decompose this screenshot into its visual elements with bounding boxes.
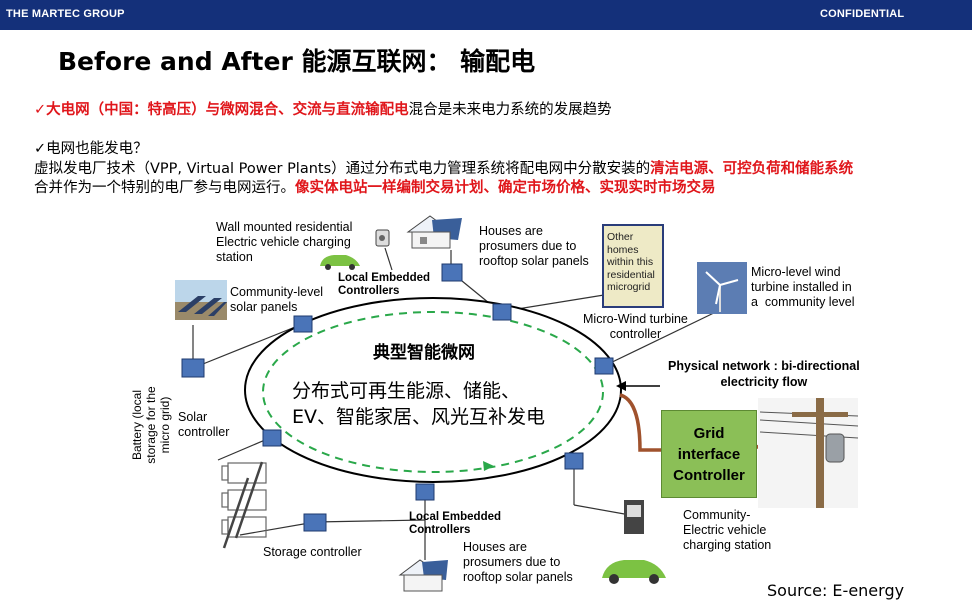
flow-arrow [483, 461, 494, 471]
utility-pole-photo [758, 398, 859, 508]
controller-ring-bottom-right [564, 452, 584, 470]
bullet-3-red: 清洁电源、可控负荷和储能系统 [650, 161, 854, 177]
controller-ring-bottom [415, 483, 435, 501]
controller-ring-top [492, 303, 512, 321]
label-houses-top: Houses are prosumers due to rooftop sola… [479, 224, 589, 268]
dashed-flow-ring [262, 311, 604, 473]
solar-controller-box [181, 358, 205, 378]
line-wind [603, 309, 721, 367]
community-charger-icon [624, 500, 644, 534]
other-homes-box: Other homes within this residential micr… [602, 224, 664, 308]
house-bottom-icon [398, 559, 448, 592]
house-top-icon [406, 215, 462, 249]
source-credit: Source: E-energy [767, 581, 905, 600]
line-solar-to-ring [192, 324, 301, 369]
header-bar: THE MARTEC GROUP CONFIDENTIAL [0, 0, 972, 30]
wind-turbine-photo [697, 262, 747, 314]
other-homes-label: Other homes within this residential micr… [607, 231, 655, 293]
label-local-bottom: Local Embedded Controllers [409, 511, 502, 536]
label-physical-network: Physical network : bi-directional electr… [668, 359, 860, 389]
bullet-4: 合并作为一个特别的电厂参与电网运行。像实体电站一样编制交易计划、确定市场价格、实… [34, 176, 716, 197]
ellipse-title: 典型智能微网 [373, 343, 475, 363]
ev-car-bottom-icon [602, 560, 666, 584]
controller-boxes [181, 263, 614, 532]
slide-title: Before and After 能源互联网： 输配电 [58, 47, 536, 76]
bullet-4-red: 像实体电站一样编制交易计划、确定市场价格、实现实时市场交易 [295, 180, 716, 196]
label-houses-bottom: Houses are prosumers due to rooftop sola… [463, 540, 573, 584]
bullet-1-red: ✓大电网（中国：特高压）与微网混合、交流与直流输配电 [34, 102, 409, 118]
line-battery-storage [239, 521, 316, 536]
microgrid-ellipse [244, 297, 622, 483]
ellipse-line-2: EV、智能家居、风光互补发电 [292, 406, 546, 428]
bullet-1-rest: 混合是未来电力系统的发展趋势 [408, 102, 612, 118]
controller-ring-wind [594, 357, 614, 375]
solar-panels-photo [175, 280, 227, 320]
physical-network-arrow [616, 381, 626, 391]
label-battery: Battery (local storage for the micro gri… [130, 386, 172, 464]
ev-car-top-icon [320, 255, 360, 270]
bullet-4-text: 合并作为一个特别的电厂参与电网运行。 [34, 180, 295, 196]
label-community-ev: Community- Electric vehicle charging sta… [683, 508, 772, 552]
label-local-top: Local Embedded Controllers [338, 272, 431, 297]
grid-interface-controller-box: Grid interface Controller [661, 410, 757, 498]
label-wall-ev: Wall mounted residential Electric vehicl… [216, 220, 353, 264]
wall-charger-icon [375, 229, 390, 247]
grid-interface-label: Grid interface Controller [673, 424, 745, 484]
storage-controller-box [303, 513, 327, 532]
battery-stack-icon [221, 461, 267, 549]
label-micro-wind: Micro-level wind turbine installed in a … [751, 265, 855, 309]
bullet-1: ✓大电网（中国：特高压）与微网混合、交流与直流输配电混合是未来电力系统的发展趋势 [34, 98, 612, 119]
line-ev-wall [384, 247, 393, 271]
label-community-solar: Community-level solar panels [230, 285, 324, 314]
controller-ring-left [262, 429, 282, 447]
power-line-grid [619, 393, 661, 452]
bullet-2: ✓电网也能发电？ [34, 141, 148, 157]
label-storage-controller: Storage controller [263, 545, 362, 559]
controller-ring-solar [293, 315, 313, 333]
label-wind-controller: Micro-Wind turbine controller [583, 312, 688, 341]
label-solar-controller: Solar controller [178, 410, 230, 439]
confidential-label: CONFIDENTIAL [820, 8, 905, 20]
line-community-ev-b [573, 504, 631, 516]
company-brand: THE MARTEC GROUP [6, 8, 125, 20]
ellipse-line-1: 分布式可再生能源、储能、 [292, 380, 521, 402]
bullet-3-text: 虚拟发电厂技术（VPP, Virtual Power Plants）通过分布式电… [34, 161, 651, 177]
local-top-controller-box [441, 263, 463, 282]
line-storage-local [314, 519, 426, 523]
bullet-3: 虚拟发电厂技术（VPP, Virtual Power Plants）通过分布式电… [34, 157, 853, 178]
